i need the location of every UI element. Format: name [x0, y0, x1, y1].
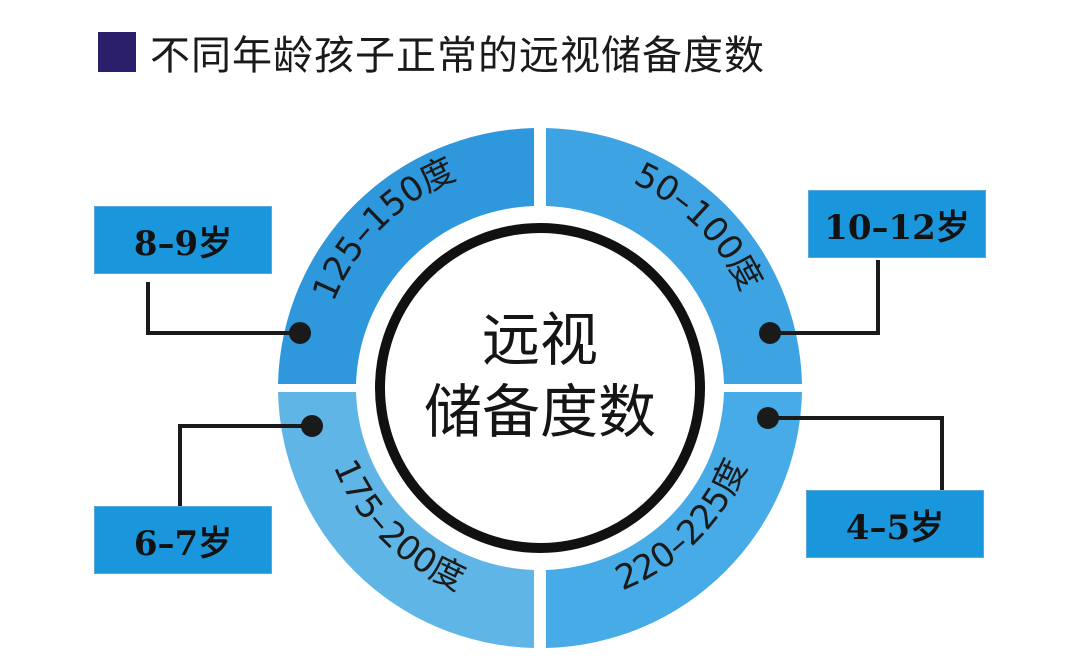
age-box-8-9: 8–9岁: [94, 206, 272, 274]
connector-line-4-5: [768, 416, 944, 492]
connector-dot-10-12: [759, 322, 781, 344]
center-circle: [375, 223, 705, 553]
connector-line-8-9: [146, 282, 300, 335]
center-text-line1: 远视: [482, 306, 598, 374]
page-title: 不同年龄孩子正常的远视储备度数: [150, 33, 765, 79]
ring-segment-top-right: [546, 128, 802, 384]
title-square-icon: [98, 32, 136, 72]
ring-segment-top-left: [278, 128, 534, 384]
connector-line-10-12: [770, 260, 880, 335]
connector-dot-6-7: [301, 415, 323, 437]
center-text-line2: 储备度数: [424, 378, 656, 446]
ring-segment-bottom-left: [278, 392, 534, 648]
connector-dot-8-9: [289, 322, 311, 344]
age-box-6-7: 6–7岁: [94, 506, 272, 574]
title-bar: 不同年龄孩子正常的远视储备度数: [98, 24, 765, 80]
connector-line-6-7: [178, 424, 312, 510]
connector-dot-4-5: [757, 407, 779, 429]
ring-segment-bottom-right: [546, 392, 802, 648]
age-box-4-5: 4–5岁: [806, 490, 984, 558]
age-box-10-12: 10–12岁: [808, 190, 986, 258]
